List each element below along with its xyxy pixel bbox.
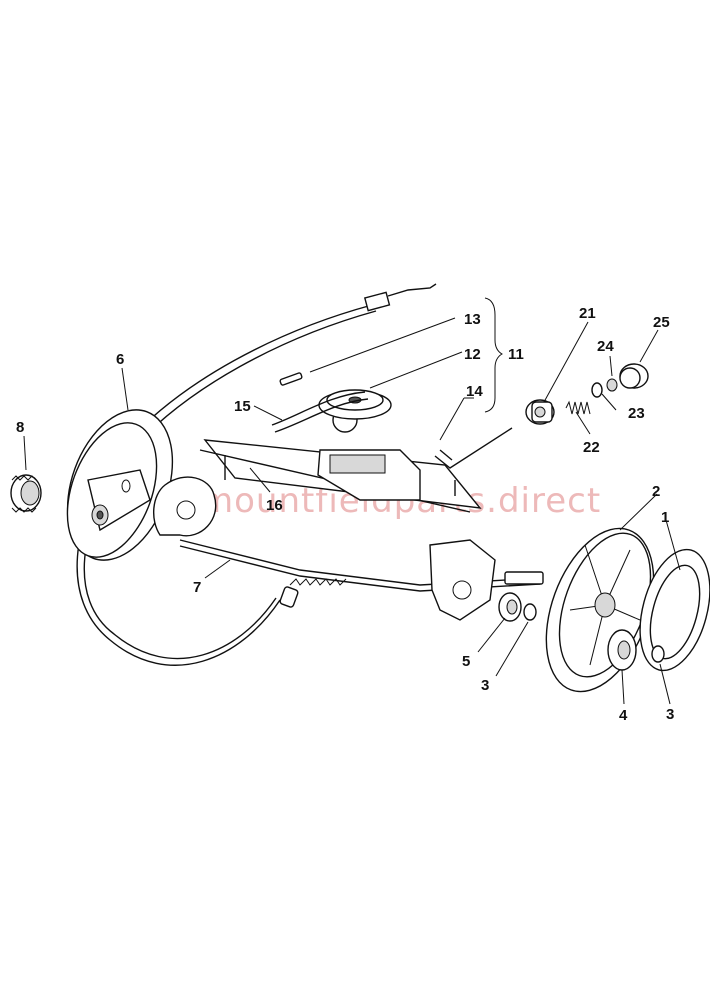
part-13-key (279, 372, 303, 386)
callout-12: 12 (464, 346, 481, 363)
callout-15: 15 (234, 398, 251, 415)
callout-22: 22 (583, 439, 600, 456)
callout-23: 23 (628, 405, 645, 422)
part-15-belt (271, 391, 369, 433)
callout-5: 5 (462, 653, 470, 670)
part-22-spring (565, 400, 591, 415)
callout-8: 8 (16, 419, 24, 436)
callout-14: 14 (466, 383, 483, 400)
part-21-cap (525, 399, 555, 425)
part-8-pinion (10, 474, 42, 513)
callout-labels: 1 2 3 3 4 5 6 7 8 11 12 13 14 15 16 21 2… (16, 305, 674, 724)
part-7-drive-axle (153, 476, 544, 621)
part-25-knob (619, 363, 649, 389)
callout-1: 1 (661, 509, 669, 526)
tension-spring (279, 578, 347, 608)
callout-3a: 3 (481, 677, 489, 694)
callout-3b: 3 (666, 706, 674, 723)
callout-13: 13 (464, 311, 481, 328)
part-4-small-gear (607, 629, 637, 671)
part-1-gear-ring (639, 548, 710, 672)
callout-6: 6 (116, 351, 124, 368)
part-3-washer-right (651, 645, 665, 663)
callout-24: 24 (597, 338, 614, 355)
callout-2: 2 (652, 483, 660, 500)
part-23-washer (591, 382, 603, 398)
part-5-bearing (498, 592, 522, 622)
callout-21: 21 (579, 305, 596, 322)
part-3-washer-left (523, 603, 537, 621)
callout-25: 25 (653, 314, 670, 331)
leader-lines (23, 297, 681, 705)
callout-11: 11 (508, 346, 524, 363)
callout-4: 4 (619, 707, 628, 724)
part-6-wheel-disc (66, 409, 174, 561)
part-24-nut (606, 378, 618, 392)
callout-7: 7 (193, 579, 201, 596)
part-14-rod (434, 427, 513, 469)
callout-16: 16 (266, 497, 283, 514)
gearbox-assembly (199, 389, 482, 513)
